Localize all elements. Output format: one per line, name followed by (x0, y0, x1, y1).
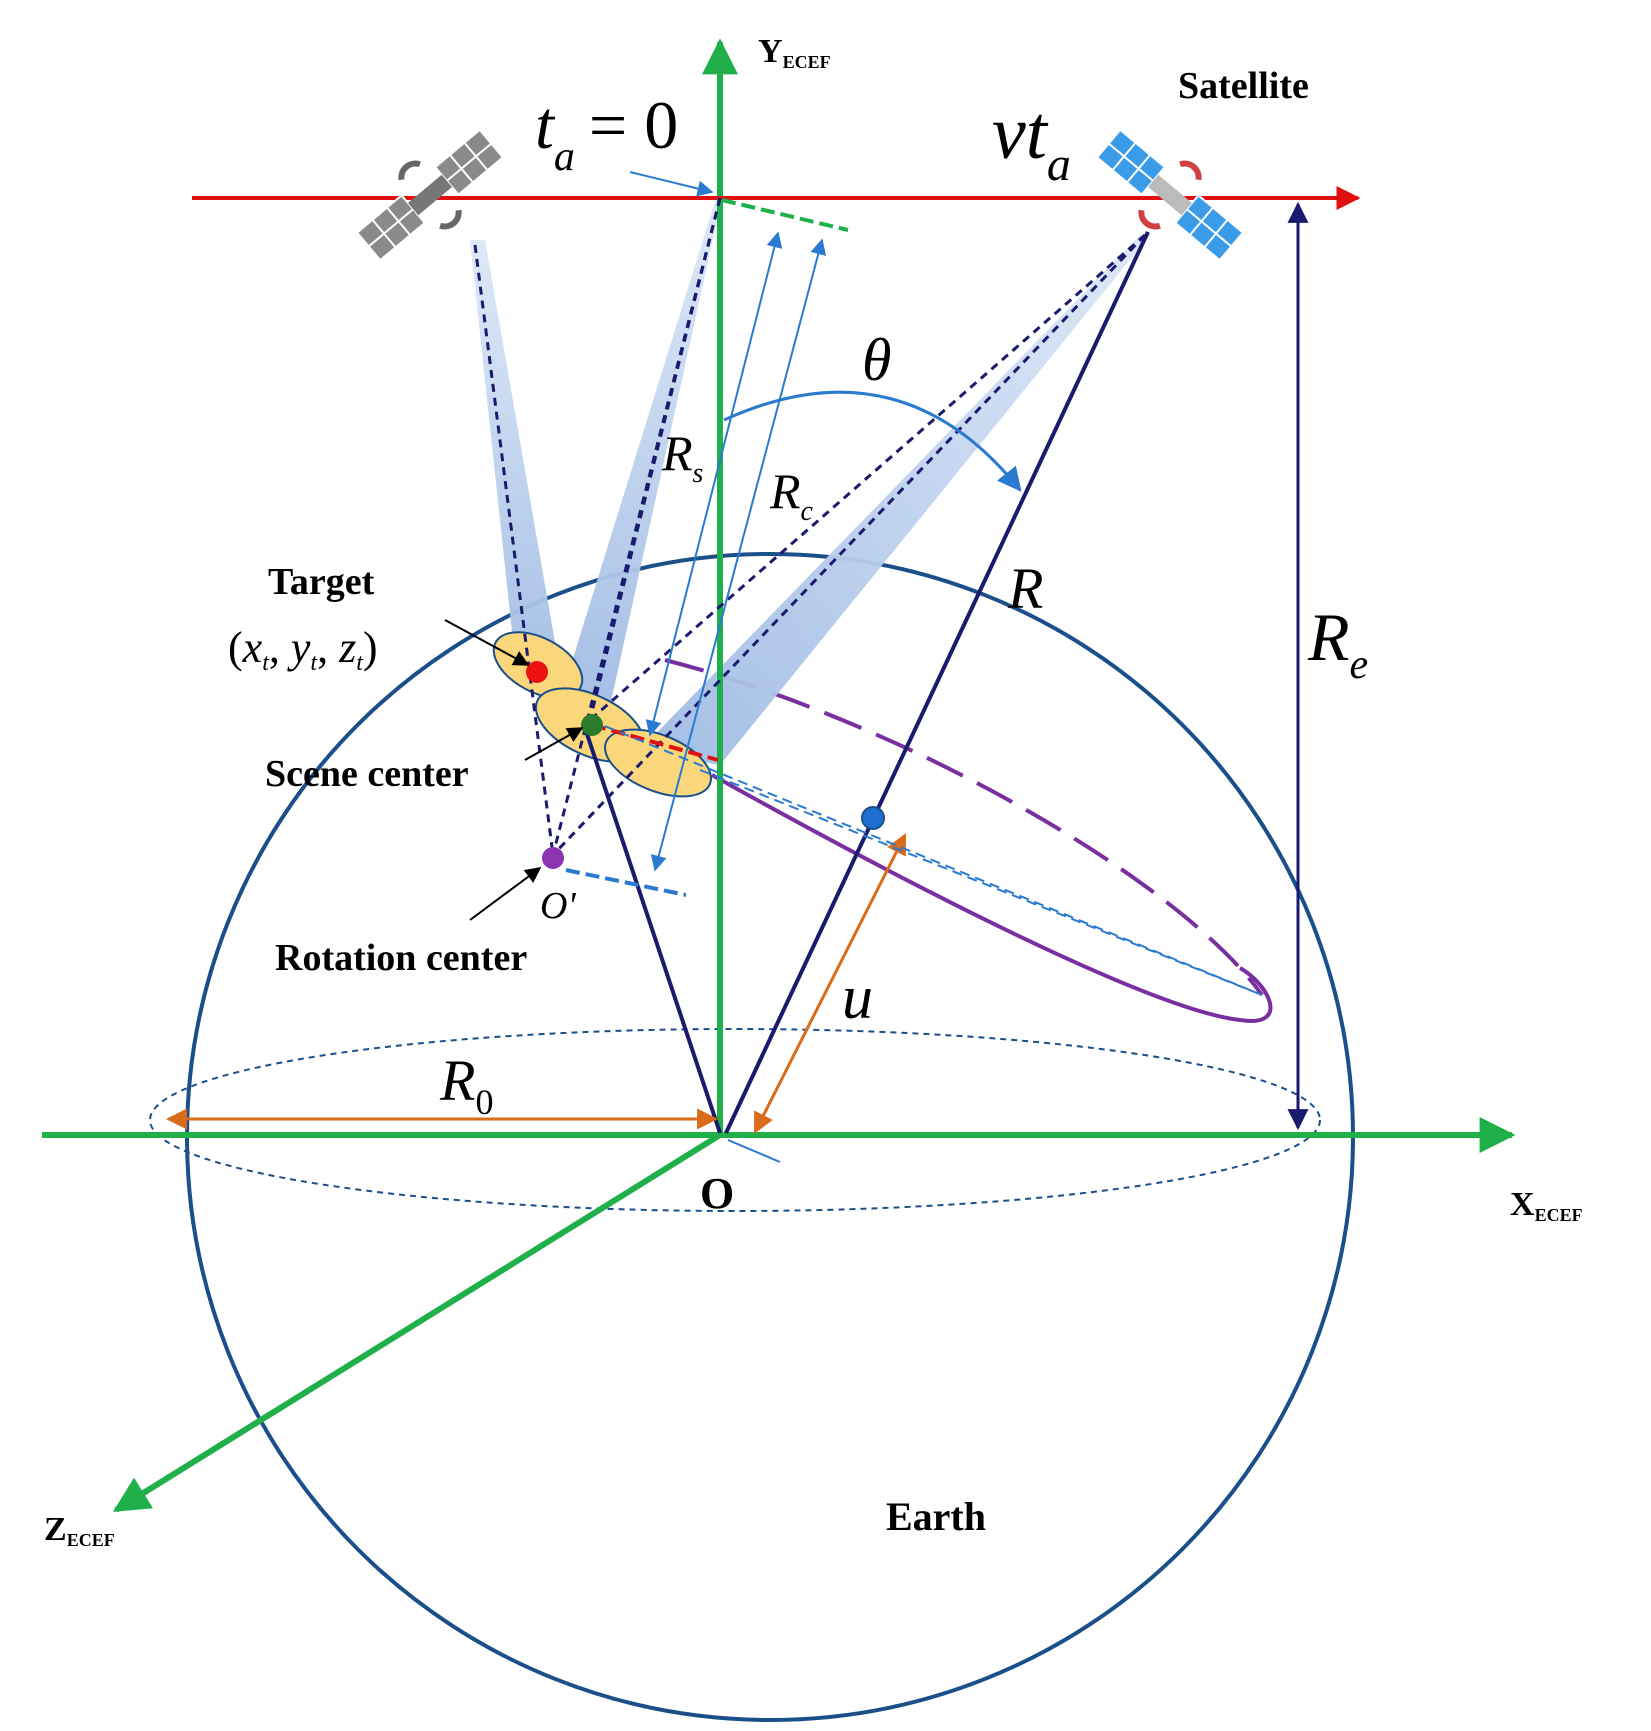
u-tick (727, 1139, 781, 1163)
rc-arrow (650, 238, 827, 872)
theta-arc (723, 390, 1022, 492)
rotation-center-label: Rotation center (275, 937, 527, 979)
rotation-center-point (542, 847, 564, 869)
z-axis-label: ZECEF (44, 1511, 115, 1550)
rotation-pointer (469, 867, 542, 921)
u-label: u (842, 964, 873, 1032)
beam-center (560, 198, 722, 715)
blue-dashed-orbit-b (699, 769, 1263, 996)
scene-pointer (524, 727, 584, 761)
ta-pointer (629, 171, 714, 197)
theta-label: θ (862, 327, 891, 393)
rotation-point-label: O' (540, 885, 576, 927)
equator-ellipse (149, 1028, 1321, 1212)
target-label: Target (268, 561, 375, 603)
target-pointer (444, 619, 530, 666)
line-origin-scene (583, 727, 722, 1134)
beam-left (470, 240, 565, 700)
r0-label: R0 (439, 1048, 493, 1122)
u-arrow (753, 833, 907, 1134)
y-axis-label: YECEF (758, 33, 831, 72)
r-label: R (1007, 556, 1043, 621)
x-axis-label: XECEF (1510, 1186, 1583, 1225)
target-point (526, 661, 548, 683)
orbit-ellipse-dashed (664, 658, 1264, 997)
z-axis (112, 1132, 722, 1513)
origin-label: O (700, 1169, 734, 1218)
satellite-left-icon (355, 128, 505, 262)
blue-dashed-tick (565, 868, 687, 897)
satellite-label: Satellite (1178, 65, 1309, 107)
re-label: Re (1307, 599, 1368, 688)
dash-left-sat (473, 244, 555, 856)
earth-label: Earth (886, 1494, 986, 1539)
vta-label: vta (992, 91, 1071, 191)
dash-right-a (589, 233, 1146, 722)
green-dashed-tick (721, 198, 849, 232)
scene-center-point (581, 714, 603, 736)
rc-label: Rc (769, 463, 814, 527)
orbit-point (861, 806, 885, 830)
ta-label: ta= 0 (535, 87, 678, 180)
satellite-right-icon (1095, 128, 1245, 262)
rs-label: Rs (661, 425, 704, 489)
scene-center-label: Scene center (265, 753, 469, 795)
blue-dashed-orbit-a (589, 719, 1263, 996)
red-dashed-segment (591, 723, 719, 762)
target-coords-label: (xt, yt, zt) (228, 623, 378, 676)
